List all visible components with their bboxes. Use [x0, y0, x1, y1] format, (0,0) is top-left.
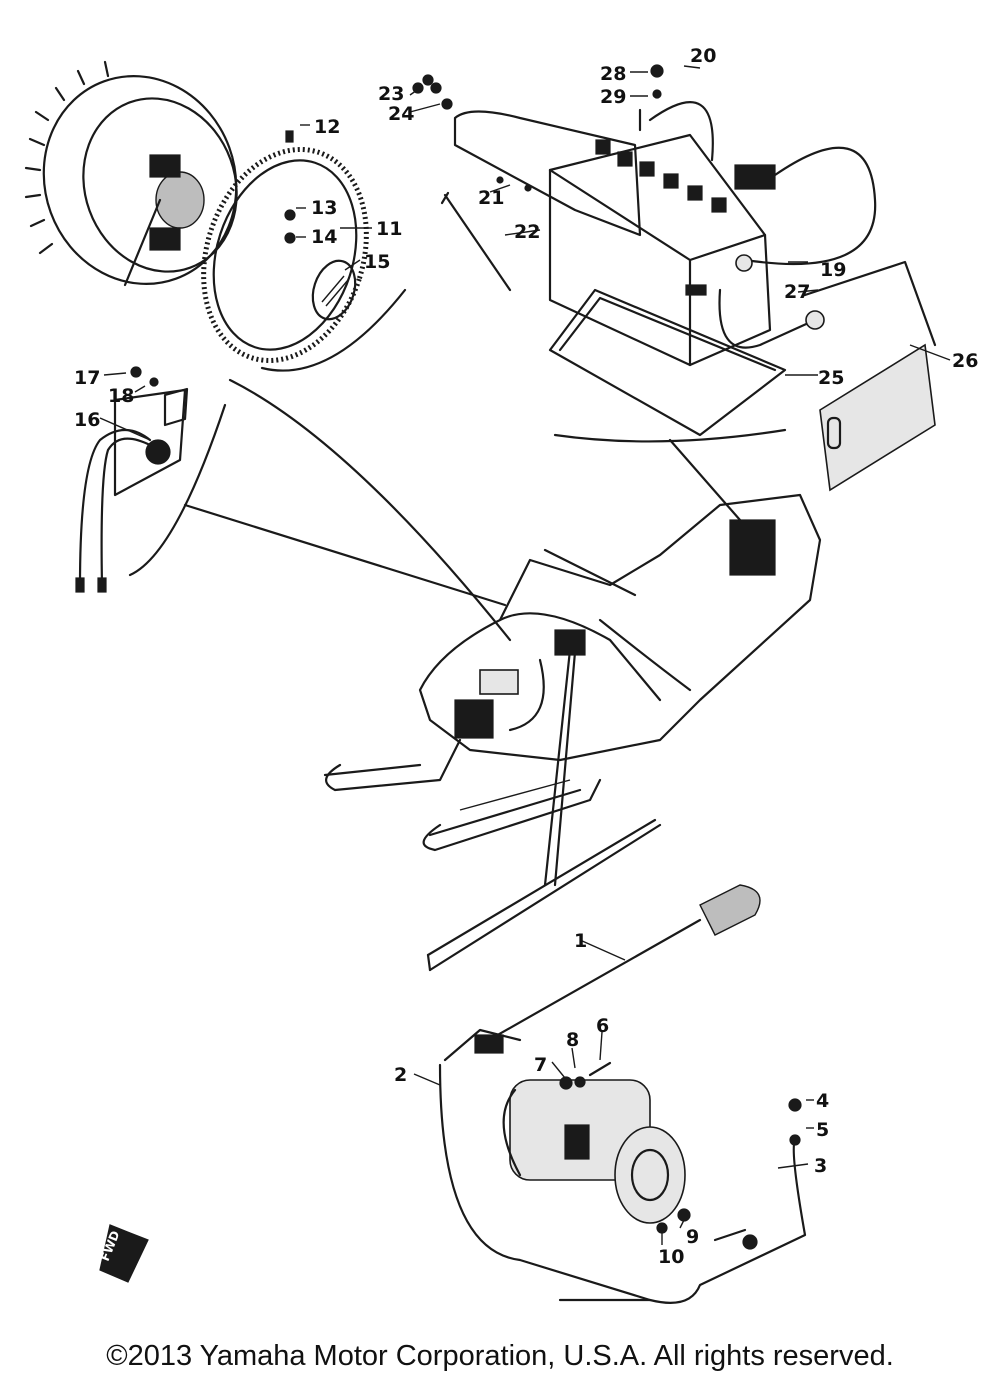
callout-3: 3 [814, 1155, 827, 1177]
callout-6: 6 [596, 1015, 609, 1037]
callout-26: 26 [952, 350, 978, 372]
callout-23: 23 [378, 83, 404, 105]
callout-10: 10 [658, 1246, 684, 1268]
callout-27: 27 [784, 281, 810, 303]
battery-assembly [412, 64, 937, 492]
callout-11: 11 [376, 218, 402, 240]
leader-lines [99, 65, 951, 1245]
callout-19: 19 [820, 259, 846, 281]
callout-14: 14 [311, 226, 337, 248]
callout-22: 22 [514, 221, 540, 243]
trigger-coil-assembly [75, 366, 227, 593]
callout-15: 15 [364, 251, 390, 273]
fwd-arrow-icon: FWD [98, 1224, 149, 1283]
callout-28: 28 [600, 63, 626, 85]
starter-motor-assembly [426, 818, 807, 1304]
snowmobile-body [183, 378, 822, 887]
battery-terminals [595, 139, 727, 213]
callout-12: 12 [314, 116, 340, 138]
callout-29: 29 [600, 86, 626, 108]
callout-5: 5 [816, 1119, 829, 1141]
callout-labels: 1 2 3 4 5 6 7 8 9 10 11 12 13 14 15 16 1… [74, 45, 978, 1268]
callout-13: 13 [311, 197, 337, 219]
callout-1: 1 [574, 930, 587, 952]
callout-18: 18 [108, 385, 134, 407]
callout-16: 16 [74, 409, 100, 431]
callout-4: 4 [816, 1090, 829, 1112]
callout-20: 20 [690, 45, 716, 67]
callout-17: 17 [74, 367, 100, 389]
callout-24: 24 [388, 103, 414, 125]
flywheel-assembly [24, 60, 238, 287]
copyright-notice: ©2013 Yamaha Motor Corporation, U.S.A. A… [106, 1340, 894, 1372]
callout-25: 25 [818, 367, 844, 389]
ring-gear [201, 130, 407, 372]
parts-diagram: FWD 1 2 3 4 5 [24, 45, 978, 1304]
callout-9: 9 [686, 1226, 699, 1248]
callout-8: 8 [566, 1029, 579, 1051]
callout-2: 2 [394, 1064, 407, 1086]
callout-7: 7 [534, 1054, 547, 1076]
callout-21: 21 [478, 187, 504, 209]
